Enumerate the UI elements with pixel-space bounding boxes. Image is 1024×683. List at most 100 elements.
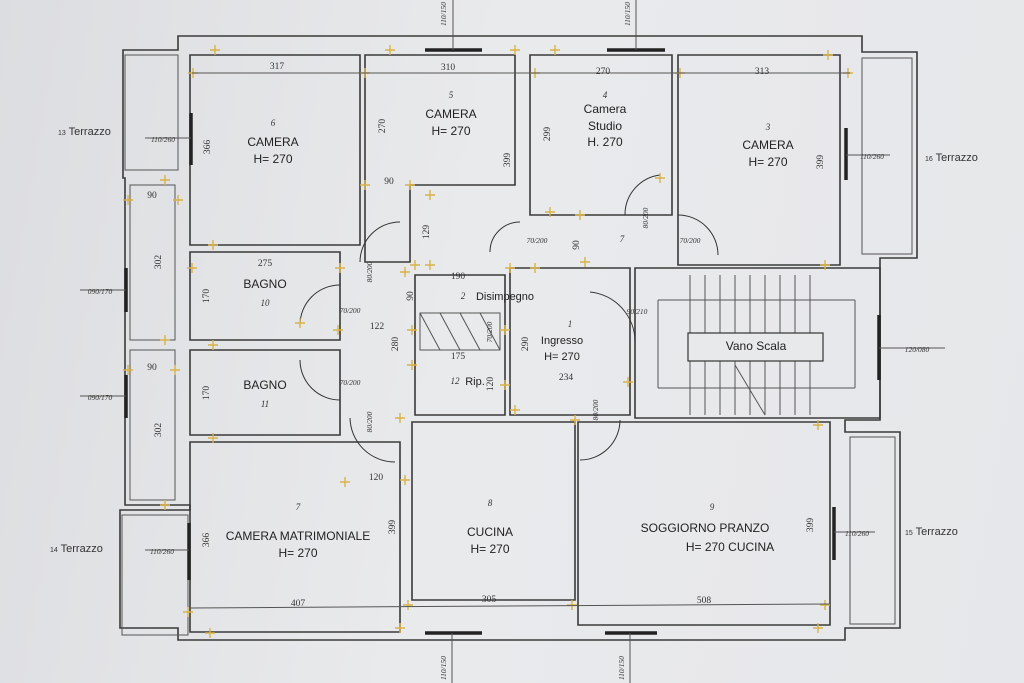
survey-marker-icon (655, 173, 665, 183)
stairs-label: Vano Scala (726, 339, 787, 353)
door-studio-label: 80/200 (641, 207, 650, 228)
room-number-6: 6 (271, 118, 276, 128)
dim-399-d: 399 (806, 518, 816, 533)
terrace-labels: 13 Terrazzo 14 Terrazzo 15 Terrazzo 16 T… (50, 126, 978, 555)
dim-90-d: 90 (147, 363, 157, 373)
opening-labels: 110/150 110/150 110/150 110/150 110/260 … (88, 2, 930, 680)
room-number-5: 5 (449, 90, 454, 100)
survey-marker-icon (407, 325, 417, 335)
survey-marker-icon (395, 413, 405, 423)
door-camera-5-label: 70/200 (527, 236, 548, 245)
dim-90-a: 90 (147, 191, 157, 201)
window-terrace-13-label: 110/260 (151, 135, 175, 144)
window-bagno-11-label: 090/170 (88, 393, 113, 402)
dim-310: 310 (441, 63, 456, 73)
dim-299: 299 (543, 127, 553, 142)
room-number-11: 11 (261, 399, 269, 409)
survey-marker-icon (425, 260, 435, 270)
survey-marker-icon (400, 267, 410, 277)
dim-122: 122 (370, 322, 385, 332)
dim-317: 317 (270, 62, 285, 72)
door-camera-6-label: 80/200 (365, 261, 374, 282)
survey-markers (123, 45, 853, 638)
dim-129: 129 (422, 225, 432, 240)
window-bottom-right-label: 110/150 (617, 656, 626, 680)
room-height-6: H= 270 (253, 152, 292, 166)
room-name-4: Camera (584, 102, 627, 116)
dim-175: 175 (451, 352, 466, 362)
dim-90-e: 90 (406, 291, 416, 301)
room-labels: 6 CAMERA H= 270 5 CAMERA H= 270 4 Camera… (226, 90, 794, 560)
survey-marker-icon (580, 257, 590, 267)
terrace-13: 13 Terrazzo (58, 126, 111, 138)
room-number-10: 10 (261, 298, 271, 308)
room-number-9: 9 (710, 502, 715, 512)
room-name-11: BAGNO (243, 378, 286, 392)
survey-marker-icon (813, 623, 823, 633)
dim-407: 407 (291, 599, 306, 609)
survey-marker-icon (567, 600, 577, 610)
dim-90-c: 90 (572, 240, 582, 250)
window-top-right-label: 110/150 (623, 2, 632, 26)
dim-399-c: 399 (388, 520, 398, 535)
window-top-left-label: 110/150 (439, 2, 448, 26)
dim-234: 234 (559, 373, 574, 383)
dim-190: 190 (451, 272, 466, 282)
room-name-7: CAMERA MATRIMONIALE (226, 529, 370, 543)
survey-marker-icon (575, 210, 585, 220)
survey-marker-icon (208, 240, 218, 250)
dimension-labels: 317 310 270 313 366 270 399 299 399 90 9… (147, 62, 850, 609)
dim-280: 280 (391, 337, 401, 352)
room-height-3: H= 270 (748, 155, 787, 169)
survey-marker-icon (403, 600, 413, 610)
survey-marker-icon (160, 175, 170, 185)
survey-marker-icon (823, 50, 833, 60)
survey-marker-icon (170, 365, 180, 375)
terrace-16: 16 Terrazzo (925, 152, 978, 164)
dim-302-b: 302 (154, 423, 164, 438)
survey-marker-icon (400, 475, 410, 485)
survey-marker-icon (813, 420, 823, 430)
terrace-14: 14 Terrazzo (50, 543, 103, 555)
room-name-9: SOGGIORNO PRANZO (641, 521, 770, 535)
survey-marker-icon (505, 263, 515, 273)
room-name-4b: Studio (588, 119, 622, 133)
door-bagno-10-label: 70/200 (340, 306, 361, 315)
dim-290: 290 (521, 337, 531, 352)
dim-366-b: 366 (202, 533, 212, 548)
survey-marker-icon (335, 263, 345, 273)
survey-marker-icon (123, 195, 133, 205)
survey-marker-icon (820, 600, 830, 610)
window-terrace-16-label: 110/260 (860, 152, 884, 161)
survey-marker-icon (545, 207, 555, 217)
dim-313: 313 (755, 67, 770, 77)
survey-marker-icon (208, 433, 218, 443)
terrace-15: 15 Terrazzo (905, 526, 958, 538)
room-name-10: BAGNO (243, 277, 286, 291)
dim-170-a: 170 (202, 289, 212, 304)
dim-120-v: 120 (486, 377, 496, 392)
door-matrimoniale-label: 80/200 (365, 411, 374, 432)
survey-marker-icon (187, 263, 197, 273)
survey-marker-icon (500, 325, 510, 335)
door-soggiorno-label: 80/200 (591, 399, 600, 420)
survey-marker-icon (623, 377, 633, 387)
dim-305: 305 (482, 595, 497, 605)
window-bagno-10-label: 090/170 (88, 287, 113, 296)
survey-marker-icon (500, 380, 510, 390)
survey-marker-icon (123, 365, 133, 375)
dim-170-b: 170 (202, 386, 212, 401)
survey-marker-icon (425, 190, 435, 200)
stairs (657, 275, 856, 416)
room-number-2: 2 (461, 291, 466, 301)
dim-90-b: 90 (384, 177, 394, 187)
survey-marker-icon (173, 195, 183, 205)
survey-marker-icon (333, 325, 343, 335)
dim-366-a: 366 (203, 140, 213, 155)
dim-399-b: 399 (816, 155, 826, 170)
room-name-1: Ingresso (541, 335, 583, 347)
room-number-7-hall: 7 (620, 234, 625, 244)
dim-275: 275 (258, 259, 273, 269)
door-bagno-11-label: 70/200 (340, 378, 361, 387)
dim-508: 508 (697, 596, 712, 606)
